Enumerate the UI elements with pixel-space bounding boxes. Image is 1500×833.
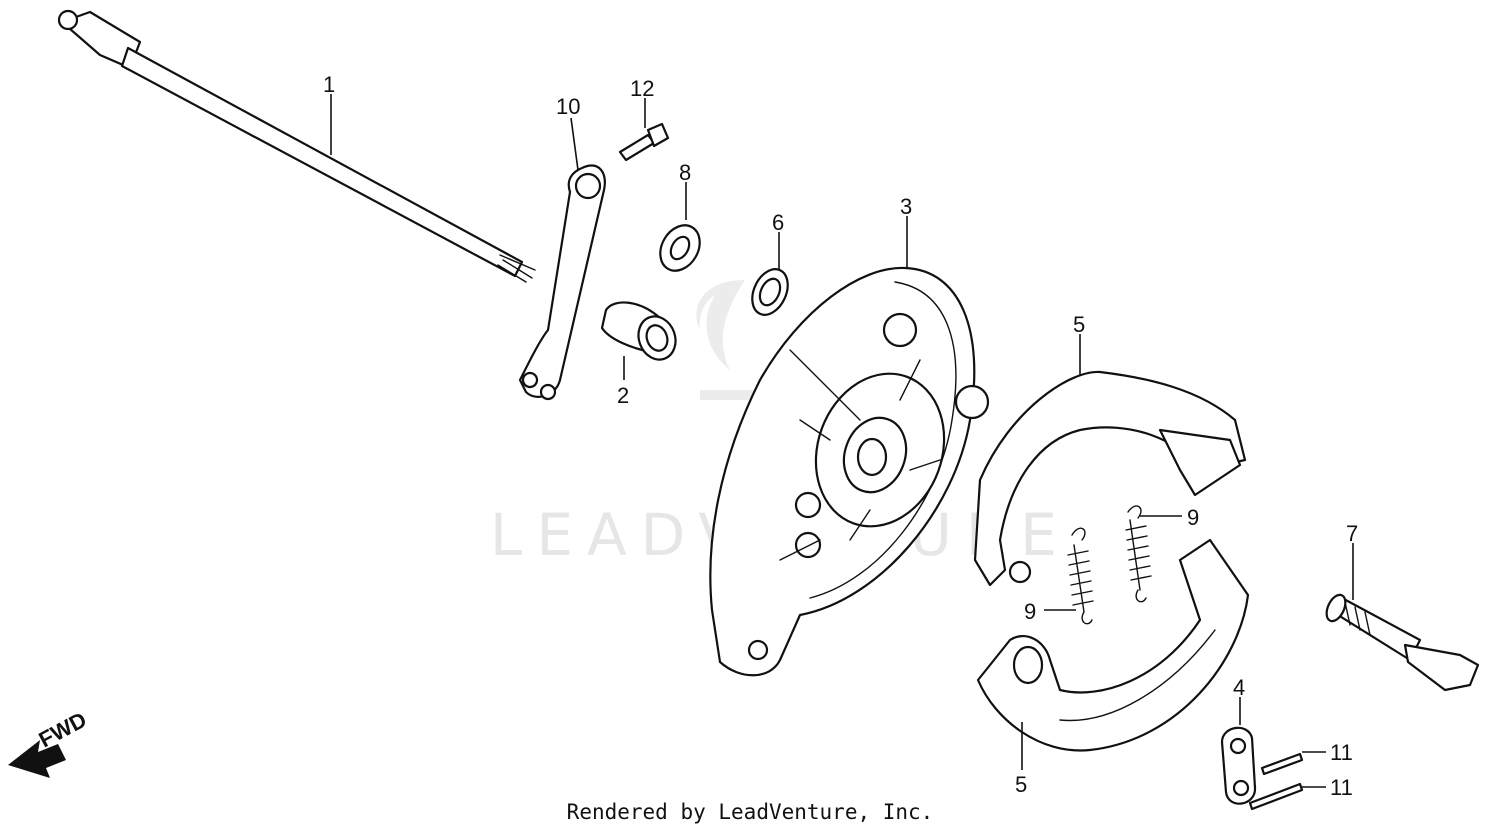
callout-1: 1 (323, 72, 335, 97)
footer-credit: Rendered by LeadVenture, Inc. (566, 800, 934, 824)
callout-2: 2 (617, 383, 629, 408)
part-collar[interactable] (600, 301, 681, 364)
callout-12: 12 (630, 76, 654, 101)
part-brake-shoe-lower[interactable] (976, 538, 1250, 752)
callout-10: 10 (556, 94, 580, 119)
callout-9-lower: 9 (1024, 599, 1036, 624)
part-brake-cam[interactable] (1323, 592, 1480, 692)
leader-lines (330, 94, 1354, 788)
part-spring-lower[interactable] (1067, 527, 1094, 625)
callout-5-lower: 5 (1015, 772, 1027, 797)
callout-11-upper: 11 (1330, 740, 1353, 765)
callout-8: 8 (679, 160, 691, 185)
part-washer[interactable] (652, 218, 707, 278)
fwd-arrow-icon (8, 740, 66, 778)
callout-5-upper: 5 (1073, 312, 1085, 337)
part-axle[interactable] (57, 9, 536, 283)
part-brake-arm[interactable] (518, 164, 606, 401)
callouts: 1 10 12 8 6 3 2 5 9 9 7 4 5 11 11 (323, 72, 1358, 800)
callout-6: 6 (772, 210, 784, 235)
part-spring-upper[interactable] (1125, 505, 1152, 603)
callout-3: 3 (900, 194, 912, 219)
callout-4: 4 (1233, 675, 1245, 700)
fwd-arrow: FWD (8, 707, 91, 778)
callout-7: 7 (1346, 521, 1358, 546)
callout-9-upper: 9 (1187, 505, 1199, 530)
part-brake-shoe-upper[interactable] (973, 370, 1247, 587)
watermark-flame-icon (696, 280, 760, 400)
part-cotter-pin-lower[interactable] (1248, 782, 1304, 811)
part-seal[interactable] (745, 263, 794, 320)
part-brake-panel[interactable] (709, 266, 990, 677)
callout-11-lower: 11 (1330, 775, 1353, 800)
part-plate[interactable] (1220, 726, 1257, 805)
part-cotter-pin-upper[interactable] (1260, 752, 1304, 776)
fwd-label: FWD (35, 707, 91, 753)
part-bolt[interactable] (618, 122, 670, 162)
